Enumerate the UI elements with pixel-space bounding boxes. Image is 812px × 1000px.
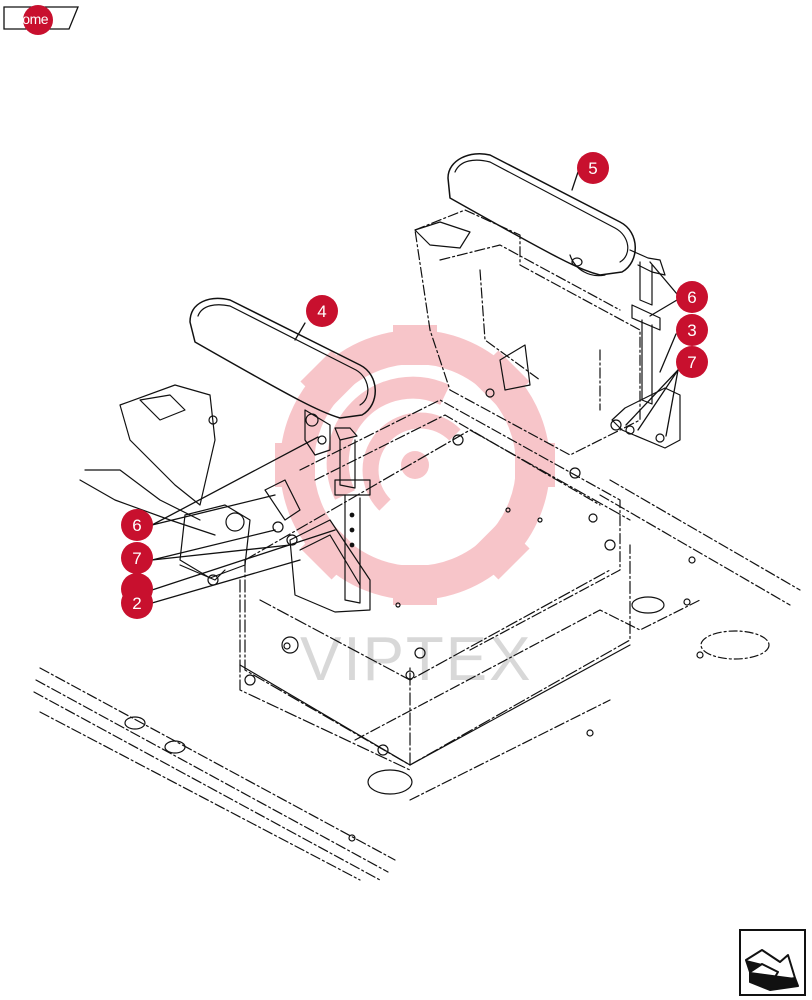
home-icon (23, 5, 53, 35)
svg-text:7: 7 (687, 353, 696, 372)
callout-6-right[interactable]: 6 (676, 281, 708, 313)
callout-6-left[interactable]: 6 (121, 509, 153, 541)
left-armrest (189, 297, 376, 613)
next-page-arrow-icon (745, 949, 799, 991)
svg-text:5: 5 (588, 159, 597, 178)
svg-text:2: 2 (132, 594, 141, 613)
home-button[interactable]: home (3, 4, 79, 35)
svg-text:6: 6 (687, 288, 696, 307)
next-page-button[interactable] (739, 929, 806, 996)
watermark-text: VIPTEX (300, 625, 533, 694)
callout-7-left[interactable]: 7 (121, 542, 153, 574)
callout-5[interactable]: 5 (577, 152, 609, 184)
home-label: home (15, 11, 49, 27)
svg-text:4: 4 (317, 302, 326, 321)
svg-text:6: 6 (132, 516, 141, 535)
watermark-gear-icon (275, 325, 555, 605)
callout-7-right[interactable]: 7 (676, 346, 708, 378)
svg-text:3: 3 (687, 321, 696, 340)
callout-2[interactable]: 2 (121, 587, 153, 619)
svg-text:7: 7 (132, 549, 141, 568)
callout-3[interactable]: 3 (676, 314, 708, 346)
callout-4[interactable]: 4 (306, 295, 338, 327)
